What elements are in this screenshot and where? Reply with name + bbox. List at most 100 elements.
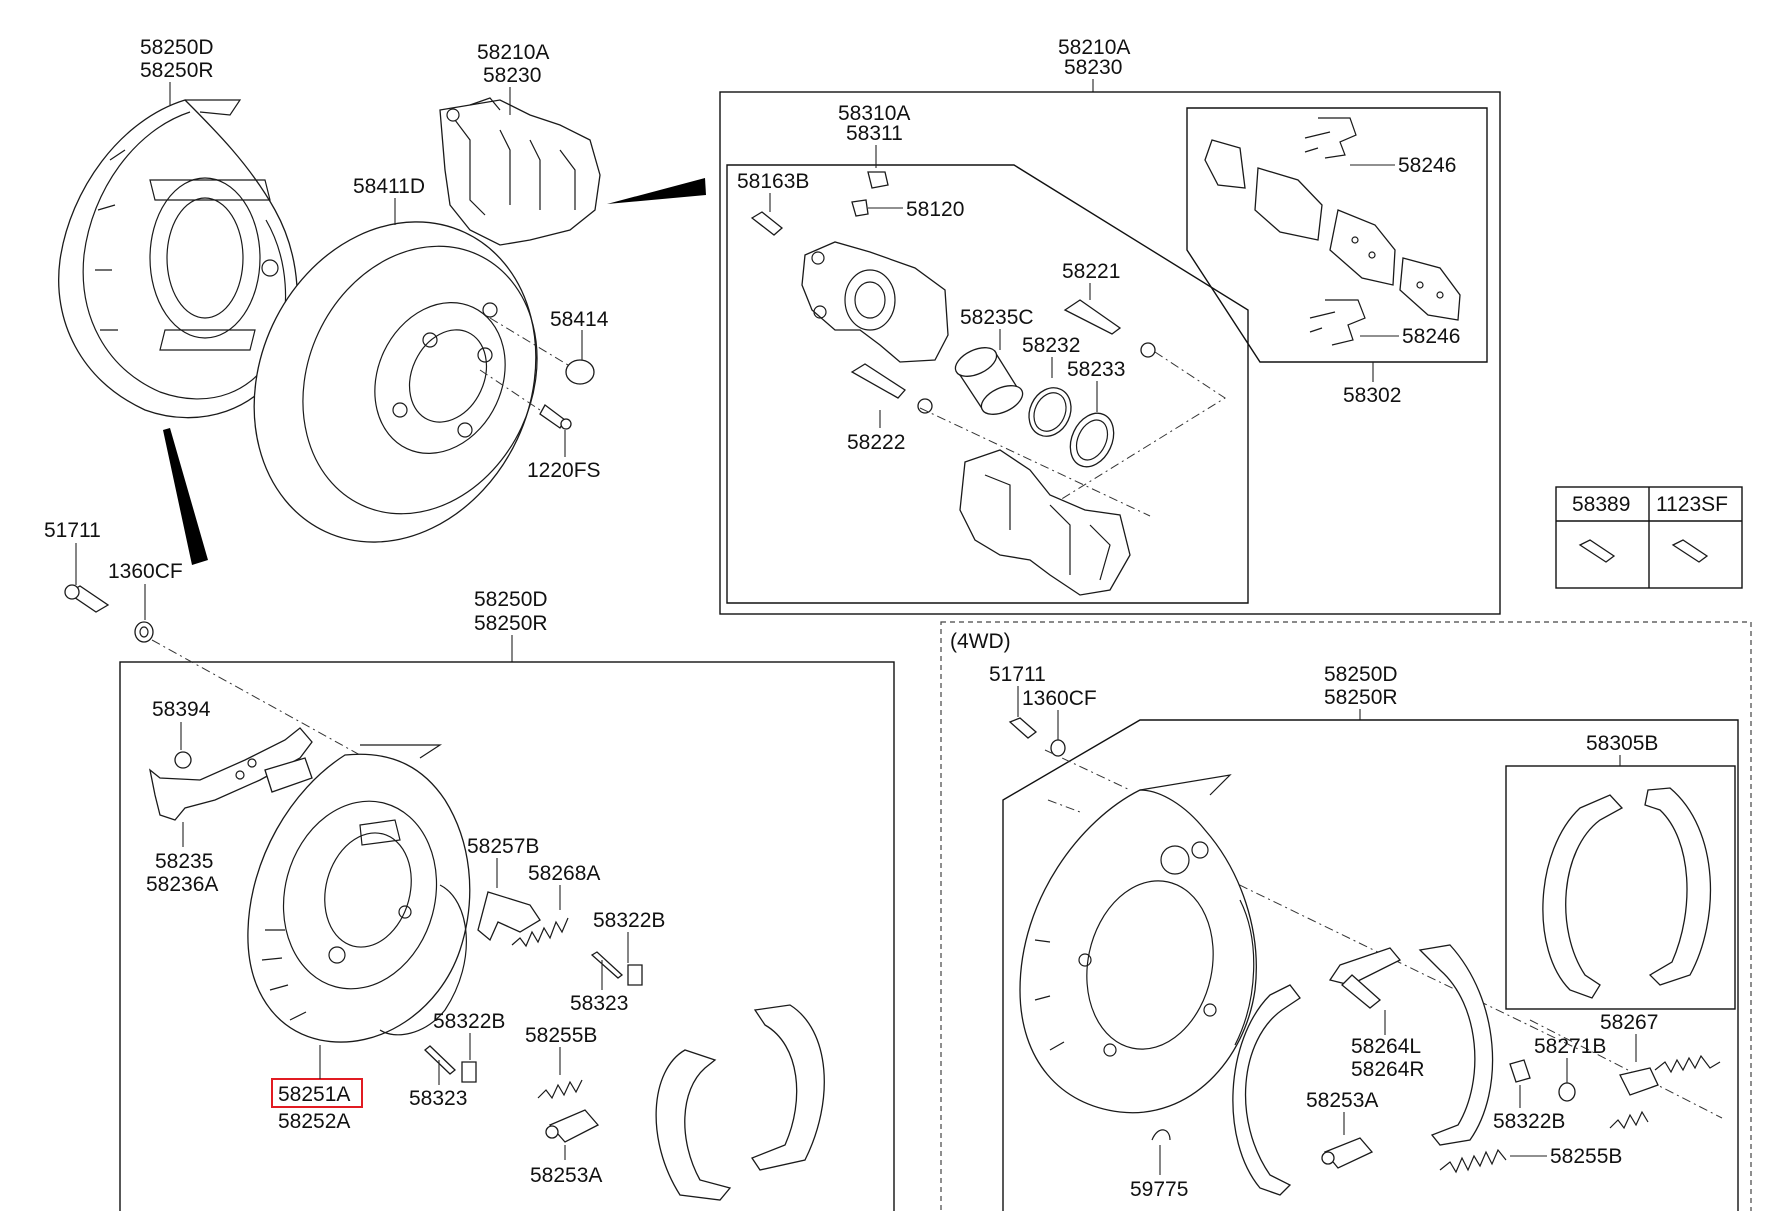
screw-drawing [479, 369, 572, 430]
label-awd-spring-58255b: 58255B [1550, 1145, 1622, 1168]
label-clip-upper: 58246 [1398, 154, 1456, 177]
label-plate-b: 58252A [278, 1110, 350, 1133]
spring-58322b-low-drawing [461, 1061, 477, 1083]
label-detail-a: 58210A [1058, 36, 1130, 59]
label-awd-lever-r: 58264R [1351, 1058, 1425, 1081]
label-caliper-assy-b: 58230 [483, 64, 541, 87]
label-plate-highlight: 58251A [278, 1083, 350, 1106]
lower-backing-plate-drawing [247, 744, 471, 1043]
spring-58268a-drawing [511, 917, 569, 948]
awd-spring-58267-drawing [1609, 1054, 1721, 1130]
label-awd-washer: 1360CF [1022, 687, 1097, 710]
brake-disc-drawing [253, 221, 538, 543]
label-spring-58255b: 58255B [525, 1024, 597, 1047]
label-awd-lever-l: 58264L [1351, 1035, 1421, 1058]
pin-58222-drawing [850, 363, 906, 399]
label-boot: 58233 [1067, 358, 1125, 381]
pin-58221-drawing [1063, 299, 1122, 335]
label-adjuster-58253a: 58253A [530, 1164, 602, 1187]
highlight-box-58251a [271, 1078, 363, 1108]
adjuster-58253a-drawing [548, 1109, 600, 1143]
caliper-inner-box [726, 164, 1249, 604]
label-bracket-bolt: 58394 [152, 698, 211, 721]
label-awd-washer-58271b: 58271B [1534, 1035, 1606, 1058]
label-awd-spring-58267: 58267 [1600, 1011, 1658, 1034]
bolt-washer-left-drawing [64, 584, 154, 643]
awd-bolt-drawing [1008, 717, 1038, 739]
boot-drawing [1069, 412, 1115, 468]
plug-drawing [489, 317, 595, 385]
label-bracket-b: 58236A [146, 873, 218, 896]
awd-shoe-kit-drawing [1542, 787, 1712, 999]
bracket-bolt-drawing [174, 751, 192, 769]
table-header-1123sf: 1123SF [1656, 493, 1728, 516]
awd-spring-58322b-drawing [1509, 1059, 1531, 1083]
label-spring-58268a: 58268A [528, 862, 600, 885]
clip-lower-drawing [1309, 299, 1366, 346]
adjuster-58257b-drawing [477, 891, 541, 942]
label-awd-group-d: 58250D [1324, 663, 1398, 686]
awd-lever-drawing [1328, 947, 1402, 1009]
label-adjuster: 58257B [467, 835, 539, 858]
bolt-table [1555, 486, 1743, 589]
label-pin-58323-low: 58323 [409, 1087, 467, 1110]
label-pin-58222: 58222 [847, 431, 905, 454]
awd-adjuster-drawing [1323, 1137, 1374, 1169]
label-spring-58322b-mid: 58322B [593, 909, 665, 932]
awd-spring-58255b-drawing [1439, 1148, 1507, 1174]
label-spring-58322b-low: 58322B [433, 1010, 505, 1033]
label-screw: 1220FS [527, 459, 601, 482]
label-cap-58120: 58120 [906, 198, 964, 221]
spring-58255b-drawing [537, 1079, 583, 1100]
seal-drawing [1028, 387, 1072, 437]
lower-group-box [119, 661, 895, 1211]
label-disc: 58411D [353, 175, 425, 198]
callout-wedge-lower [163, 428, 208, 565]
bracket-drawing [149, 727, 313, 821]
cap-58120-drawing [851, 199, 869, 217]
caliper-bracket-drawing [959, 449, 1131, 596]
awd-dashed-box [940, 621, 1752, 1211]
label-bleeder-a: 58310A [838, 102, 910, 125]
table-header-58389: 58389 [1572, 493, 1630, 516]
bolt-58163b-drawing [750, 211, 784, 236]
awd-backing-plate-drawing [1019, 774, 1257, 1114]
label-bolt-left: 51711 [44, 519, 101, 542]
callout-wedge-detail [607, 178, 706, 204]
label-detail-b: 58230 [1064, 56, 1122, 79]
label-washer-left: 1360CF [108, 560, 183, 583]
label-plug: 58414 [550, 308, 609, 331]
label-backing-plate-top-r: 58250R [140, 59, 214, 82]
label-bracket-a: 58235 [155, 850, 213, 873]
label-clip-lower: 58246 [1402, 325, 1460, 348]
lower-shoes-drawing [655, 1004, 825, 1201]
label-awd-spring-58322b: 58322B [1493, 1110, 1565, 1133]
pin-58323-low-drawing [424, 1045, 456, 1075]
label-awd-group-r: 58250R [1324, 686, 1398, 709]
caliper-top-drawing [439, 97, 601, 246]
bleeder-drawing [867, 171, 889, 189]
label-lower-group-d: 58250D [474, 588, 548, 611]
awd-group-box [1002, 719, 1739, 1211]
label-pin-58323-mid: 58323 [570, 992, 628, 1015]
caliper-detail-box [719, 91, 1501, 615]
label-caliper-assy-a: 58210A [477, 41, 549, 64]
label-pin-58221: 58221 [1062, 260, 1120, 283]
label-seal: 58232 [1022, 334, 1080, 357]
clip-upper-drawing [1304, 117, 1357, 159]
label-awd-adjuster: 58253A [1306, 1089, 1378, 1112]
label-awd-clip: 59775 [1130, 1178, 1188, 1201]
pads-drawing [1204, 139, 1461, 321]
label-bolt-58163b: 58163B [737, 170, 809, 193]
label-lower-group-r: 58250R [474, 612, 548, 635]
awd-washer-58271b-drawing [1558, 1082, 1576, 1102]
label-piston: 58235C [960, 306, 1034, 329]
label-bleeder-b: 58311 [846, 122, 903, 145]
label-awd-shoe-kit: 58305B [1586, 732, 1658, 755]
awd-shoes-drawing [1232, 944, 1494, 1196]
label-backing-plate-top-d: 58250D [140, 36, 214, 59]
label-awd-caption: (4WD) [950, 630, 1011, 653]
spring-58322b-mid-drawing [627, 964, 643, 986]
piston-drawing [954, 347, 1024, 415]
